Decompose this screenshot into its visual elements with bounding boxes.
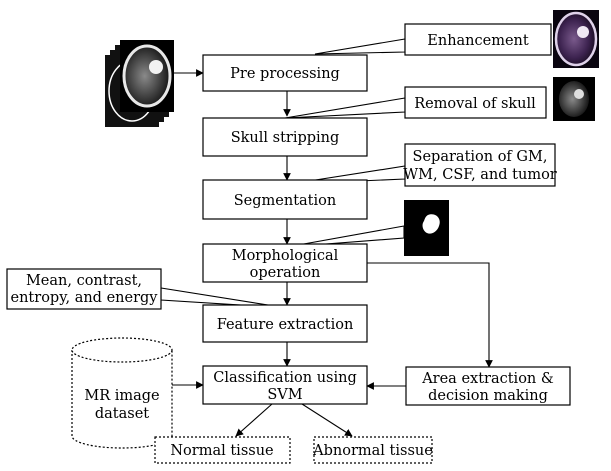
classification-label-line1: Classification using	[213, 370, 357, 386]
segmented-tumor-mask-image	[404, 200, 449, 256]
separation-note-line2: WM, CSF, and tumor	[403, 167, 557, 183]
removal-of-skull-note-text: Removal of skull	[414, 96, 536, 112]
statistical-features-line2: entropy, and energy	[11, 290, 159, 306]
dataset-label-line1: MR image	[84, 388, 159, 404]
mri-input-stack-image	[105, 40, 174, 127]
removal-of-skull-note	[404, 86, 547, 119]
enhanced-mri-image	[553, 10, 599, 68]
feature-extraction-node	[202, 304, 368, 343]
abnormal-tissue-label: Abnormal tissue	[312, 443, 433, 459]
normal-tissue-label: Normal tissue	[170, 443, 273, 459]
abnormal-tissue-output	[313, 436, 433, 464]
arrow-morphological-to-area-extraction	[367, 262, 493, 368]
dataset-label-line2: dataset	[95, 406, 149, 422]
arrow-classification-to-normal	[235, 403, 273, 437]
skull-stripping-label: Skull stripping	[231, 130, 340, 146]
classification-label-line2: SVM	[267, 387, 302, 403]
segmentation-node	[202, 179, 368, 220]
mr-image-dataset-cylinder	[71, 337, 173, 449]
skull-stripping-node	[202, 117, 368, 157]
skull-removed-mri-image	[553, 77, 595, 121]
enhancement-note-text: Enhancement	[427, 33, 529, 49]
morphological-label-line2: operation	[250, 265, 321, 281]
segmentation-label: Segmentation	[234, 193, 336, 209]
preprocessing-label: Pre processing	[230, 66, 340, 82]
separation-note	[404, 143, 556, 187]
removal-callout-pointer	[284, 97, 406, 119]
enhancement-callout-pointer	[314, 38, 406, 55]
morphological-label-line1: Morphological	[232, 248, 339, 264]
statistical-features-note	[6, 268, 162, 310]
separation-note-line1: Separation of GM,	[413, 149, 548, 165]
feature-extraction-label: Feature extraction	[217, 317, 354, 333]
classification-svm-node	[202, 365, 368, 405]
arrow-classification-to-abnormal	[301, 403, 353, 437]
enhancement-note	[404, 23, 552, 56]
mask-callout-pointer	[286, 225, 405, 248]
statistical-features-line1: Mean, contrast,	[26, 273, 142, 289]
preprocessing-node	[202, 54, 368, 92]
area-extraction-label-line2: decision making	[428, 388, 548, 404]
normal-tissue-output	[154, 436, 291, 464]
area-extraction-label-line1: Area extraction &	[421, 371, 554, 387]
morphological-operation-node	[202, 243, 368, 283]
